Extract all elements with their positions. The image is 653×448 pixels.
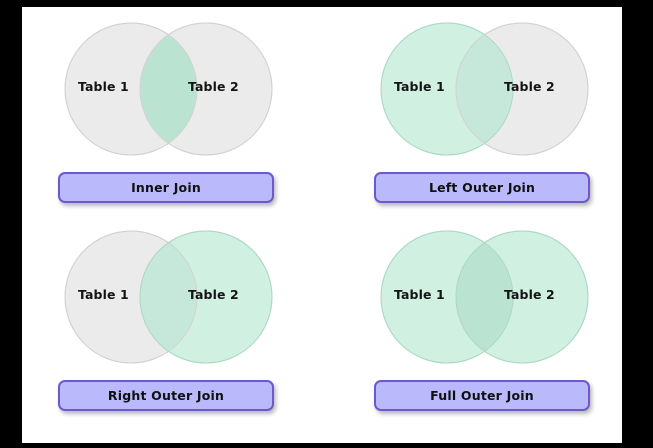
venn-right-circle-outline: [139, 230, 273, 364]
join-button-label: Left Outer Join: [428, 180, 536, 195]
venn-right-circle-outline: [139, 22, 273, 156]
join-button-inner-join[interactable]: Inner Join: [58, 172, 274, 203]
venn-right-circle-outline: [455, 230, 589, 364]
join-button-full-outer-join[interactable]: Full Outer Join: [374, 380, 590, 411]
join-diagram-right-outer-join: Table 1 Table 2 Right Outer Join: [36, 225, 301, 435]
venn-left-label: Table 1: [78, 79, 129, 94]
venn-left-circle-outline: [64, 22, 198, 156]
join-diagram-full-outer-join: Table 1 Table 2 Full Outer Join: [352, 225, 617, 435]
venn-svg: [64, 230, 273, 364]
venn-left-circle-outline: [380, 230, 514, 364]
venn-svg: [380, 230, 589, 364]
venn-diagram: Table 1 Table 2: [352, 225, 617, 370]
venn-left-label: Table 1: [394, 79, 445, 94]
venn-overlap-region: [140, 23, 197, 155]
venn-svg: [380, 22, 589, 156]
join-diagram-left-outer-join: Table 1 Table 2 Left Outer Join: [352, 17, 617, 227]
venn-right-label: Table 2: [504, 79, 555, 94]
venn-diagram: Table 1 Table 2: [352, 17, 617, 162]
venn-left-circle-outline: [380, 22, 514, 156]
join-button-label: Right Outer Join: [107, 388, 225, 403]
venn-right-label: Table 2: [188, 287, 239, 302]
venn-left-label: Table 1: [394, 287, 445, 302]
diagram-page: Table 1 Table 2 Inner Join: [22, 7, 622, 443]
venn-left-label: Table 1: [78, 287, 129, 302]
venn-diagram: Table 1 Table 2: [36, 17, 301, 162]
venn-right-label: Table 2: [188, 79, 239, 94]
venn-diagram: Table 1 Table 2: [36, 225, 301, 370]
join-button-right-outer-join[interactable]: Right Outer Join: [58, 380, 274, 411]
join-button-label: Inner Join: [131, 180, 201, 195]
venn-right-label: Table 2: [504, 287, 555, 302]
join-button-label: Full Outer Join: [430, 388, 534, 403]
venn-right-circle-outline: [455, 22, 589, 156]
venn-svg: [64, 22, 273, 156]
venn-left-circle-outline: [64, 230, 198, 364]
join-diagram-inner-join: Table 1 Table 2 Inner Join: [36, 17, 301, 227]
join-button-left-outer-join[interactable]: Left Outer Join: [374, 172, 590, 203]
venn-overlap-region: [456, 23, 513, 155]
venn-overlap-region: [456, 231, 513, 363]
venn-overlap-region: [140, 231, 197, 363]
